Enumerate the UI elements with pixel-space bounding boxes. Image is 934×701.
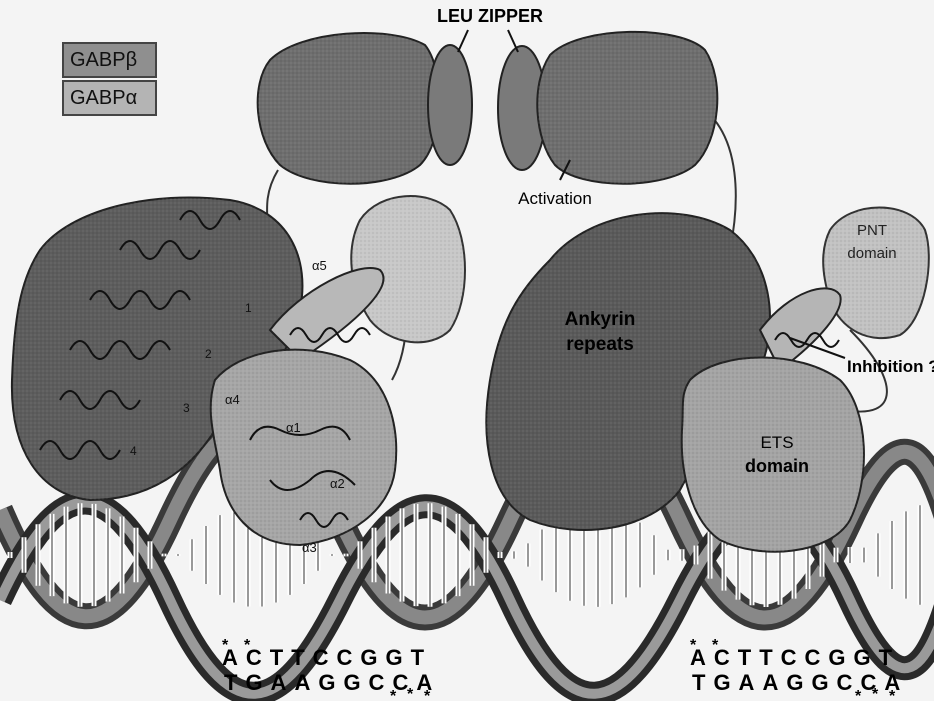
star-right-1: *	[690, 637, 697, 654]
activation-domain-left	[258, 33, 440, 184]
star-left-2: *	[244, 637, 251, 654]
activation-domain-right	[537, 32, 717, 184]
star-left-5: *	[424, 688, 431, 701]
star-right-2: *	[712, 637, 719, 654]
sequence-right-top: ACTTCCGGT	[690, 645, 900, 670]
helix-a5-label: α5	[312, 258, 327, 273]
activation-label: Activation	[518, 189, 592, 208]
repeat-3-label: 3	[183, 401, 190, 415]
ets-domain-left	[211, 350, 396, 545]
repeat-4-label: 4	[130, 444, 137, 458]
star-left-3: *	[390, 688, 397, 701]
pnt-label-line2: domain	[847, 245, 896, 262]
star-left-1: *	[222, 637, 229, 654]
star-right-3: *	[855, 688, 862, 701]
helix-a2-label: α2	[330, 476, 345, 491]
ankyrin-label-line2: repeats	[566, 334, 634, 355]
leu-zipper-label: LEU ZIPPER	[437, 6, 543, 26]
helix-a1-label: α1	[286, 420, 301, 435]
leu-zipper-left-segment	[428, 45, 472, 165]
ets-label-line2: domain	[745, 456, 809, 476]
ets-domain-right	[682, 358, 864, 552]
inhibition-label: Inhibition ?	[847, 357, 934, 376]
repeat-2-label: 2	[205, 347, 212, 361]
arrow-leu-zipper-left	[458, 30, 468, 52]
sequence-left-top: ACTTCCGGT	[222, 645, 432, 670]
repeat-1-label: 1	[245, 301, 252, 315]
arrow-leu-zipper-right	[508, 30, 518, 52]
star-left-4: *	[407, 686, 414, 701]
star-right-5: *	[889, 688, 896, 701]
helix-a4-label: α4	[225, 392, 240, 407]
ankyrin-label-line1: Ankyrin	[565, 309, 636, 330]
star-right-4: *	[872, 686, 879, 701]
helix-a3-label: α3	[302, 540, 317, 555]
pnt-label-line1: PNT	[857, 222, 887, 239]
ets-label-line1: ETS	[760, 433, 793, 452]
